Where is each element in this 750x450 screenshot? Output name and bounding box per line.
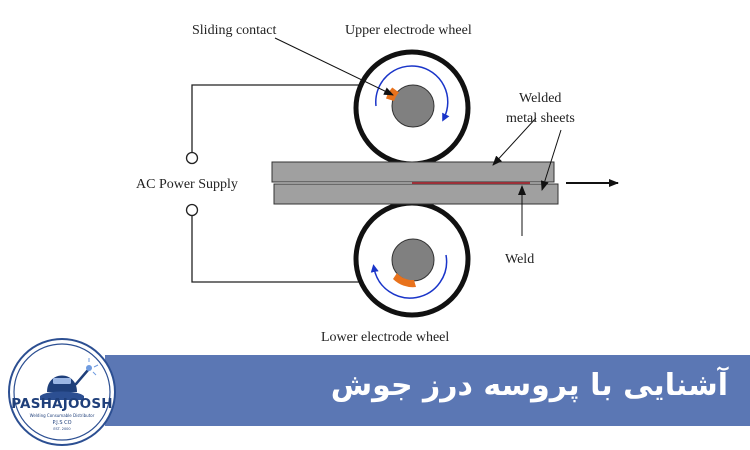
banner-title: آشنایی با پروسه درز جوش	[330, 368, 728, 403]
terminal-upper	[185, 151, 199, 165]
upper-wheel-label: Upper electrode wheel	[345, 23, 472, 38]
terminal-lower	[185, 203, 199, 217]
sliding-contact-label: Sliding contact	[192, 23, 276, 38]
lower-electrode-wheel	[353, 200, 471, 318]
logo-tagline: Welding Consumable Distributor	[29, 413, 95, 418]
logo-company: P.J.S CO	[52, 420, 72, 426]
upper-electrode-wheel	[353, 49, 471, 167]
welded-sheets-label-line1: Welded	[519, 91, 561, 106]
title-banner: آشنایی با پروسه درز جوش	[105, 355, 750, 426]
upper-metal-sheet	[271, 161, 555, 183]
upper-rotation-arrow	[375, 65, 450, 122]
leader-lines	[274, 37, 562, 236]
welder-mascot-icon	[13, 343, 111, 441]
lower-sliding-contact	[393, 273, 416, 288]
lower-rotation-arrow	[370, 254, 448, 299]
welded-sheets-label-line2: metal sheets	[506, 111, 575, 126]
pashajoosh-logo: PASHAJOOSH Welding Consumable Distributo…	[8, 338, 116, 446]
logo-brand-text: PASHAJOOSH	[11, 396, 113, 412]
power-supply-wiring	[191, 84, 400, 283]
weld-label: Weld	[505, 252, 534, 267]
upper-wheel-hub	[391, 84, 435, 128]
lower-wheel-label: Lower electrode wheel	[321, 330, 449, 345]
lower-metal-sheet	[273, 183, 559, 205]
logo-established: EST. 2000	[53, 427, 71, 431]
power-supply-label: AC Power Supply	[136, 177, 238, 192]
